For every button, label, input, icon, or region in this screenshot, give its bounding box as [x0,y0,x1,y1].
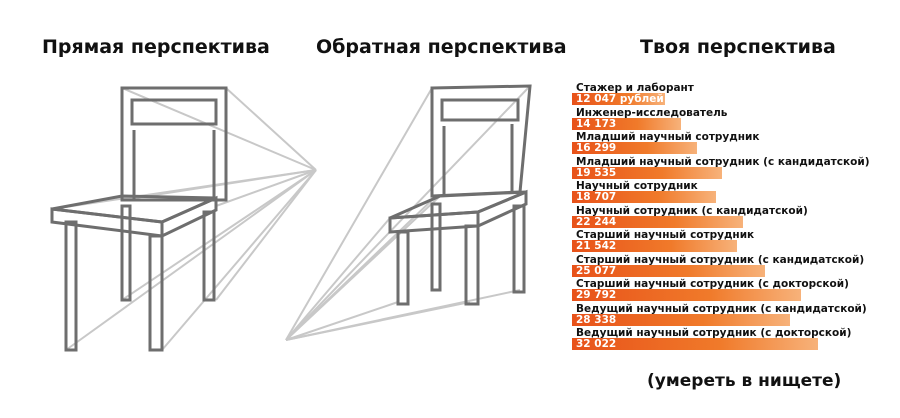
salary-row: Ведущий научный сотрудник (с докторской)… [572,327,872,352]
salary-amount: 29 792 [576,289,617,301]
salary-position-title: Младший научный сотрудник (с кандидатско… [576,155,870,168]
salary-position-title: Старший научный сотрудник (с докторской) [576,278,849,290]
salary-position-title: Инженер-исследователь [576,106,728,119]
chair-direct [50,86,228,352]
salary-bar [572,240,737,252]
salary-position-title: Старший научный сотрудник [576,229,755,241]
heading-your-perspective: Твоя перспектива [640,36,836,58]
salary-bar [572,166,722,179]
salary-bar [572,142,697,154]
vanishing-lines-direct [51,87,317,351]
salary-amount: 25 077 [576,264,617,277]
chair-reverse [388,84,532,306]
footnote-caption: (умереть в нищете) [647,371,842,391]
salary-position-title: Ведущий научный сотрудник (с докторской) [576,327,852,339]
salary-amount: 21 542 [576,240,617,252]
vanishing-lines-reverse [285,85,531,341]
salary-bar [572,313,790,326]
salary-position-title: Ведущий научный сотрудник (с кандидатско… [576,302,867,315]
salary-bar [572,215,743,228]
salary-row: Старший научный сотрудник (с докторской)… [572,278,872,303]
salary-row: Научный сотрудник (с кандидатской)22 244 [572,205,872,230]
salary-bar [572,93,665,105]
salary-amount: 22 244 [576,215,617,228]
salary-row: Старший научный сотрудник (с кандидатско… [572,254,872,279]
salary-amount: 12 047 рублей [576,93,664,105]
salary-amount: 14 173 [576,117,617,130]
salary-position-title: Младший научный сотрудник [576,131,760,143]
salary-amount: 19 535 [576,166,617,179]
salary-position-title: Старший научный сотрудник (с кандидатско… [576,253,865,266]
salary-bar [572,117,681,130]
salary-row: Младший научный сотрудник (с кандидатско… [572,156,872,181]
salary-bar [572,191,716,203]
salary-bar [572,264,765,277]
salary-amount: 28 338 [576,313,617,326]
salary-position-title: Стажер и лаборант [576,82,694,94]
salary-position-title: Научный сотрудник (с кандидатской) [576,204,808,217]
heading-direct-perspective: Прямая перспектива [42,36,270,58]
salary-amount: 16 299 [576,142,617,154]
salary-position-title: Научный сотрудник [576,180,698,192]
salary-amount: 18 707 [576,191,617,203]
heading-reverse-perspective: Обратная перспектива [316,36,567,58]
salary-amount: 32 022 [576,338,617,350]
salary-bar [572,289,801,301]
salary-bar [572,338,818,350]
salary-row: Ведущий научный сотрудник (с кандидатско… [572,303,872,328]
